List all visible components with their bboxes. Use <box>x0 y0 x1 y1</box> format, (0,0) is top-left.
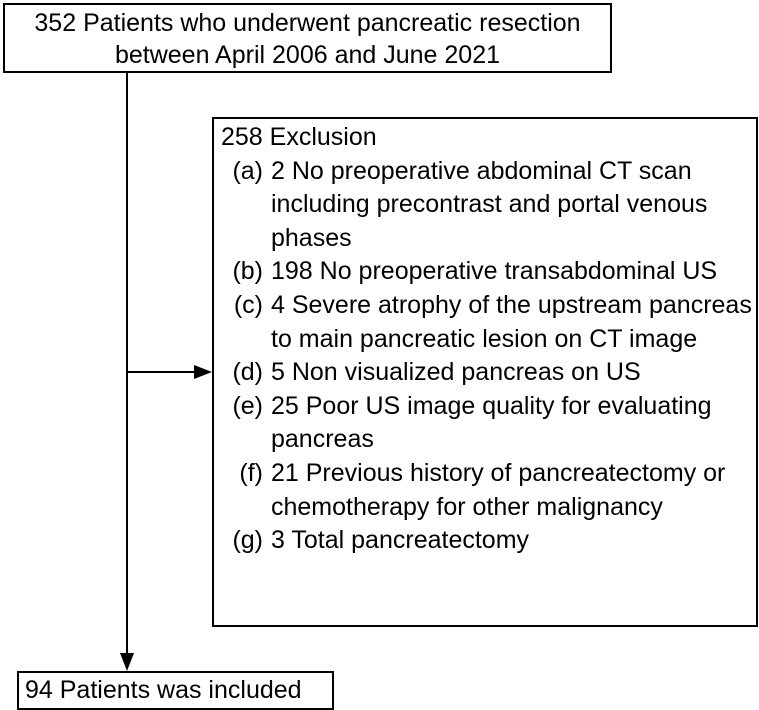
exclusion-letter: (e) <box>232 391 263 420</box>
exclusion-text: 3 Total pancreatectomy <box>271 526 530 555</box>
exclusion-item-d: (d) 5 Non visualized pancreas on US <box>221 356 756 390</box>
source-population-line-2: between April 2006 and June 2021 <box>114 41 501 69</box>
exclusion-item-c: (c) 4 Severe atrophy of the upstream pan… <box>221 289 756 356</box>
exclusion-list: (a) 2 No preoperative abdominal CT scan … <box>221 155 756 558</box>
right-arrowhead <box>194 365 212 379</box>
exclusion-text: 198 No preoperative transabdominal US <box>271 257 718 286</box>
source-population-box: 352 Patients who underwent pancreatic re… <box>3 3 612 73</box>
down-arrowhead <box>120 653 134 671</box>
exclusion-letter: (b) <box>232 257 263 286</box>
exclusion-title: 258 Exclusion <box>221 123 377 151</box>
exclusion-letter: (d) <box>232 358 263 387</box>
exclusion-text: 25 Poor US image quality for evaluating … <box>271 391 712 454</box>
exclusion-item-a: (a) 2 No preoperative abdominal CT scan … <box>221 155 756 256</box>
exclusion-box: 258 Exclusion (a) 2 No preoperative abdo… <box>212 117 758 627</box>
included-population-box: 94 Patients was included <box>17 671 334 710</box>
exclusion-letter: (a) <box>232 156 263 185</box>
included-population-text: 94 Patients was included <box>25 676 302 704</box>
exclusion-text: 2 No preoperative abdominal CT scan incl… <box>271 156 708 252</box>
exclusion-letter: (f) <box>239 458 263 487</box>
source-population-line-1: 352 Patients who underwent pancreatic re… <box>34 9 581 37</box>
exclusion-item-f: (f) 21 Previous history of pancreatectom… <box>221 457 756 524</box>
exclusion-text: 21 Previous history of pancreatectomy or… <box>271 458 726 521</box>
exclusion-item-b: (b) 198 No preoperative transabdominal U… <box>221 255 756 289</box>
exclusion-text: 4 Severe atrophy of the upstream pancrea… <box>271 290 752 353</box>
exclusion-item-e: (e) 25 Poor US image quality for evaluat… <box>221 390 756 457</box>
exclusion-text: 5 Non visualized pancreas on US <box>271 358 641 387</box>
exclusion-letter: (c) <box>233 290 263 319</box>
exclusion-item-g: (g) 3 Total pancreatectomy <box>221 524 756 558</box>
exclusion-letter: (g) <box>232 526 263 555</box>
